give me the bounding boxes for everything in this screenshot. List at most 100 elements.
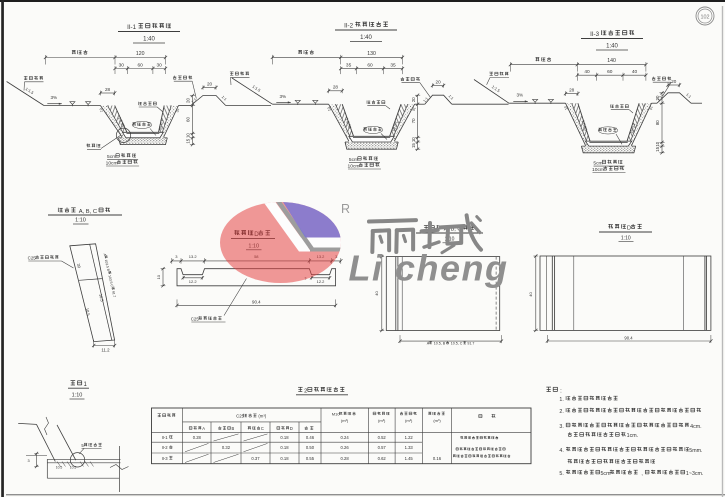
svg-text:35: 35	[390, 62, 396, 68]
svg-text:60: 60	[138, 62, 144, 68]
svg-text:0.18: 0.18	[280, 435, 289, 440]
svg-text:0.16: 0.16	[433, 456, 442, 461]
svg-text:60: 60	[186, 117, 191, 122]
svg-text:102: 102	[701, 14, 710, 20]
svg-text:C25: C25	[28, 256, 37, 261]
svg-text:12.2: 12.2	[189, 279, 198, 284]
svg-text:140: 140	[607, 58, 616, 64]
svg-text:3%: 3%	[516, 93, 523, 98]
svg-text:10: 10	[411, 137, 416, 142]
svg-text:D: D	[627, 226, 631, 232]
svg-text:1~3cm.: 1~3cm.	[686, 471, 704, 477]
svg-text:0.46: 0.46	[306, 435, 315, 440]
svg-text:130: 130	[367, 51, 376, 57]
svg-text:Li cheng: Li cheng	[349, 248, 509, 289]
svg-text:70: 70	[411, 118, 416, 123]
svg-text:10.5, B: 10.5, B	[434, 342, 446, 346]
svg-text:1:10: 1:10	[621, 235, 631, 241]
svg-text:II-2: II-2	[162, 445, 169, 450]
svg-text:10: 10	[186, 133, 191, 138]
svg-text:0.18: 0.18	[280, 456, 289, 461]
svg-text:0.24: 0.24	[341, 435, 350, 440]
svg-text:40: 40	[632, 69, 638, 75]
svg-text:5cm: 5cm	[107, 154, 116, 160]
svg-text:10cm: 10cm	[106, 160, 118, 166]
svg-text:5mm.: 5mm.	[689, 448, 702, 454]
svg-text:15: 15	[411, 143, 416, 148]
svg-text:,: ,	[641, 471, 642, 477]
svg-text:80: 80	[655, 120, 660, 125]
svg-text:II-1: II-1	[162, 435, 169, 440]
svg-text:120: 120	[136, 51, 145, 57]
svg-text:1:10: 1:10	[75, 218, 86, 224]
svg-text:28: 28	[569, 87, 575, 92]
svg-text:C25: C25	[191, 317, 200, 322]
svg-text:28: 28	[333, 85, 339, 90]
svg-text:(m³): (m³)	[258, 414, 266, 419]
svg-text:4cm.: 4cm.	[690, 424, 701, 430]
svg-text:1:10: 1:10	[72, 393, 83, 399]
svg-text:10.5: 10.5	[70, 466, 77, 470]
svg-text:4.: 4.	[559, 448, 563, 454]
svg-text:20: 20	[655, 95, 660, 100]
svg-text:1.: 1.	[559, 397, 563, 403]
svg-text:0.32: 0.32	[222, 445, 231, 450]
svg-text:3.: 3.	[559, 424, 563, 430]
svg-text:0.28: 0.28	[193, 435, 202, 440]
svg-text:40: 40	[374, 291, 379, 296]
svg-text:II-3: II-3	[590, 31, 599, 38]
svg-text:0.62: 0.62	[378, 456, 387, 461]
svg-text:0.57: 0.57	[378, 445, 387, 450]
svg-text:B: B	[232, 426, 235, 431]
svg-text:20: 20	[671, 79, 677, 84]
svg-text:3%: 3%	[50, 95, 57, 100]
svg-text:1.33: 1.33	[405, 445, 414, 450]
svg-text:II-2: II-2	[344, 23, 353, 30]
svg-text:60: 60	[607, 69, 613, 75]
svg-text:30: 30	[119, 62, 125, 68]
svg-text:R: R	[341, 202, 350, 216]
svg-text:10cm: 10cm	[348, 163, 360, 169]
svg-text:40: 40	[584, 69, 590, 75]
svg-text:11.2: 11.2	[101, 348, 110, 353]
svg-text:28: 28	[105, 87, 111, 92]
svg-text:91.7: 91.7	[467, 342, 474, 346]
svg-text:1.45: 1.45	[405, 456, 414, 461]
svg-text:(m³): (m³)	[405, 418, 413, 423]
svg-text:20: 20	[186, 98, 191, 103]
svg-text:3: 3	[27, 459, 29, 463]
svg-text:10.5, C: 10.5, C	[451, 342, 463, 346]
svg-text:1:40: 1:40	[143, 37, 155, 43]
svg-text:A: A	[202, 426, 205, 431]
svg-text:3%: 3%	[279, 94, 286, 99]
svg-text:0.52: 0.52	[378, 435, 387, 440]
svg-text:II-3: II-3	[162, 456, 169, 461]
svg-text:40: 40	[528, 292, 533, 297]
svg-text:(m³): (m³)	[433, 418, 441, 423]
svg-text:60: 60	[367, 62, 373, 68]
svg-text:10: 10	[655, 141, 660, 146]
svg-text:0.37: 0.37	[251, 456, 260, 461]
svg-text:(m³): (m³)	[341, 418, 349, 423]
svg-text:10: 10	[99, 108, 104, 113]
svg-text:C25: C25	[236, 414, 244, 419]
svg-text:90.4: 90.4	[252, 299, 261, 304]
svg-text:12.2: 12.2	[317, 279, 326, 284]
svg-text:5cm: 5cm	[600, 471, 611, 477]
svg-text:90.4: 90.4	[624, 336, 633, 341]
svg-text:2: 2	[304, 389, 307, 395]
svg-text:0.26: 0.26	[341, 445, 350, 450]
svg-text:II-1: II-1	[127, 24, 136, 31]
svg-text:10: 10	[156, 274, 161, 279]
svg-text:0.28: 0.28	[341, 456, 350, 461]
svg-text:30: 30	[157, 62, 163, 68]
svg-text:1.22: 1.22	[405, 435, 414, 440]
svg-text:D: D	[290, 426, 293, 431]
svg-text:10: 10	[175, 108, 180, 113]
svg-text:0.50: 0.50	[306, 445, 315, 450]
svg-text:5cm: 5cm	[593, 161, 602, 167]
svg-text:10cm: 10cm	[592, 167, 604, 173]
svg-text:0.55: 0.55	[306, 456, 315, 461]
svg-text:15: 15	[186, 138, 191, 143]
svg-text:2.: 2.	[559, 409, 563, 415]
